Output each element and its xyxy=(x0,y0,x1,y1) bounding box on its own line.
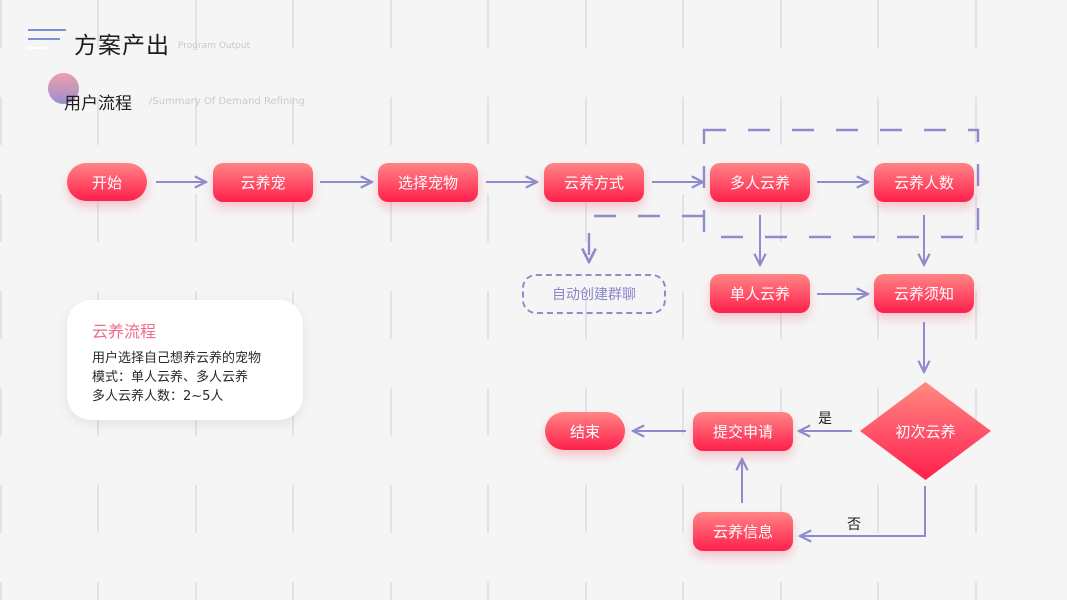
node-notice[interactable]: 云养须知 xyxy=(874,274,974,313)
section-title-english: /Summary Of Demand Refining xyxy=(149,96,305,107)
node-cloud-pet[interactable]: 云养宠 xyxy=(213,163,313,202)
node-cloud-mode[interactable]: 云养方式 xyxy=(544,163,644,202)
edge-dashed-to-autogroup xyxy=(589,214,704,262)
node-multi-person[interactable]: 多人云养 xyxy=(710,163,810,202)
grid-line xyxy=(487,0,489,600)
edge-label-yes: 是 xyxy=(818,411,832,427)
section-title: 用户流程 xyxy=(64,94,132,114)
grid-line xyxy=(390,0,392,600)
grid-line xyxy=(0,0,2,600)
grid-line xyxy=(585,0,587,600)
node-submit-application[interactable]: 提交申请 xyxy=(693,412,793,451)
section-bullet-circle xyxy=(48,73,79,104)
node-start[interactable]: 开始 xyxy=(67,163,147,201)
card-line: 用户选择自己想养云养的宠物 xyxy=(92,351,262,366)
card-title: 云养流程 xyxy=(92,322,157,341)
page-title-english: Program Output xyxy=(178,41,251,51)
decision-diamond-shape xyxy=(860,382,991,480)
node-single-person[interactable]: 单人云养 xyxy=(710,274,810,313)
card-line: 多人云养人数：2~5人 xyxy=(92,389,224,404)
page-title: 方案产出 xyxy=(74,33,170,59)
node-auto-group-chat[interactable]: 自动创建群聊 xyxy=(522,274,666,314)
edge-label-no: 否 xyxy=(847,517,861,533)
card-line: 模式：单人云养、多人云养 xyxy=(92,370,249,385)
grid-line xyxy=(682,0,684,600)
grid-line xyxy=(975,0,977,600)
node-person-count[interactable]: 云养人数 xyxy=(874,163,974,202)
node-choose-pet[interactable]: 选择宠物 xyxy=(378,163,478,202)
node-first-time-decision[interactable]: 初次云养 xyxy=(860,382,991,480)
grid-line xyxy=(292,0,294,600)
decision-label: 初次云养 xyxy=(895,422,956,441)
node-cloud-info[interactable]: 云养信息 xyxy=(693,512,793,551)
info-card: 云养流程 用户选择自己想养云养的宠物 模式：单人云养、多人云养 多人云养人数：2… xyxy=(67,300,303,420)
hamburger-icon[interactable] xyxy=(28,29,66,49)
node-end[interactable]: 结束 xyxy=(545,412,625,450)
edge-no-to-info xyxy=(800,486,926,536)
